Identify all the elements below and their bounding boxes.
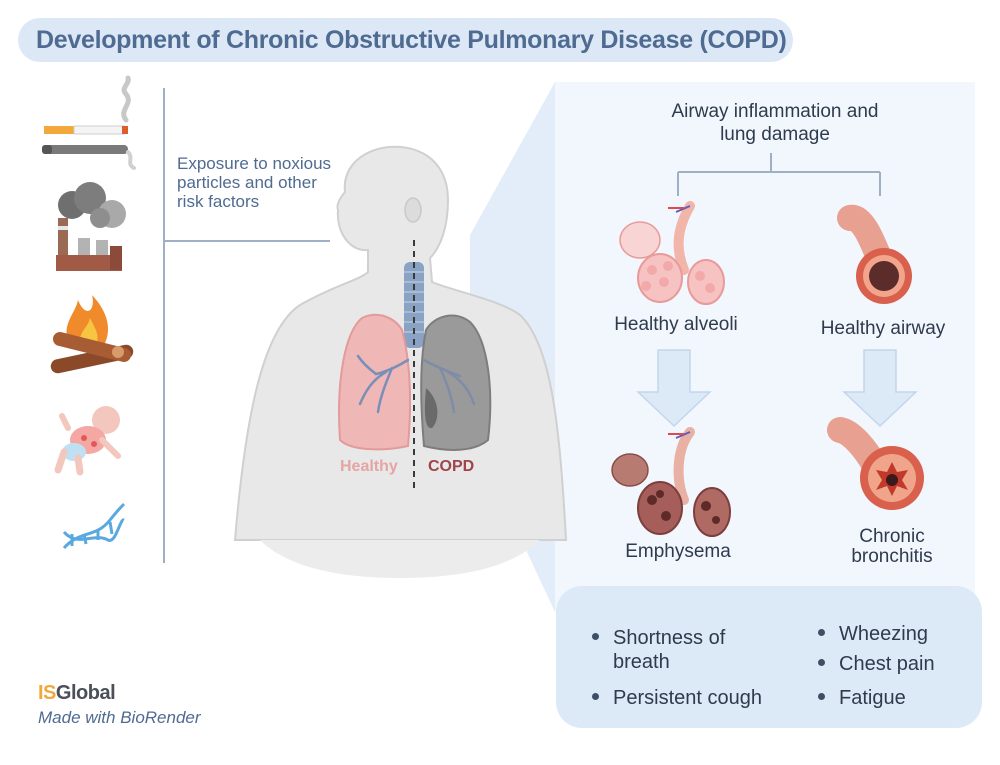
fire-icon: [50, 295, 134, 374]
exposure-label: Exposure to noxious particles and other …: [177, 154, 332, 211]
symptom-item: Fatigue: [818, 686, 968, 710]
biorender-credit: Made with BioRender: [38, 708, 201, 727]
pathology-panel: [555, 82, 975, 612]
e-cigarette-icon: [42, 145, 136, 170]
emphysema-label: Emphysema: [625, 541, 731, 562]
arrow-down-left-icon: [636, 349, 712, 428]
title-banner: [18, 18, 793, 62]
chronic-bronchitis-label: Chronic bronchitis: [851, 526, 933, 567]
symptom-item: Shortness of breath: [592, 626, 762, 674]
isglobal-logo: ISGlobal: [38, 682, 116, 704]
emphysema-illustration: [611, 427, 731, 537]
inflammation-label: Airway inflammation and lung damage: [671, 101, 879, 145]
symptom-item: Wheezing: [818, 622, 968, 646]
arrow-down-right-icon: [842, 349, 918, 428]
symptom-item: Persistent cough: [592, 686, 812, 710]
symptoms-box: [556, 586, 982, 728]
trachea-illustration: [404, 262, 424, 348]
healthy-lung-label: Healthy: [340, 458, 398, 475]
factory-smoke-icon: [56, 182, 126, 271]
healthy-lung: [338, 313, 411, 451]
baby-icon: [54, 406, 121, 476]
bullet: [592, 633, 599, 641]
bullet: [818, 659, 825, 667]
healthy-alveoli-label: Healthy alveoli: [614, 314, 738, 335]
page-title: Development of Chronic Obstructive Pulmo…: [36, 26, 787, 54]
dna-icon: [62, 502, 126, 550]
symptom-item: Chest pain: [818, 652, 978, 676]
cigarette-icon: [44, 75, 131, 135]
branch-bracket: [677, 153, 881, 196]
bullet: [818, 629, 825, 637]
healthy-alveoli-illustration: [619, 201, 725, 305]
healthy-airway-label: Healthy airway: [820, 318, 946, 339]
bullet: [592, 693, 599, 701]
copd-lung-label: COPD: [428, 458, 475, 475]
healthy-airway-illustration: [837, 204, 912, 304]
chronic-bronchitis-illustration: [827, 417, 924, 510]
bullet: [818, 693, 825, 701]
copd-lung: [420, 314, 492, 451]
